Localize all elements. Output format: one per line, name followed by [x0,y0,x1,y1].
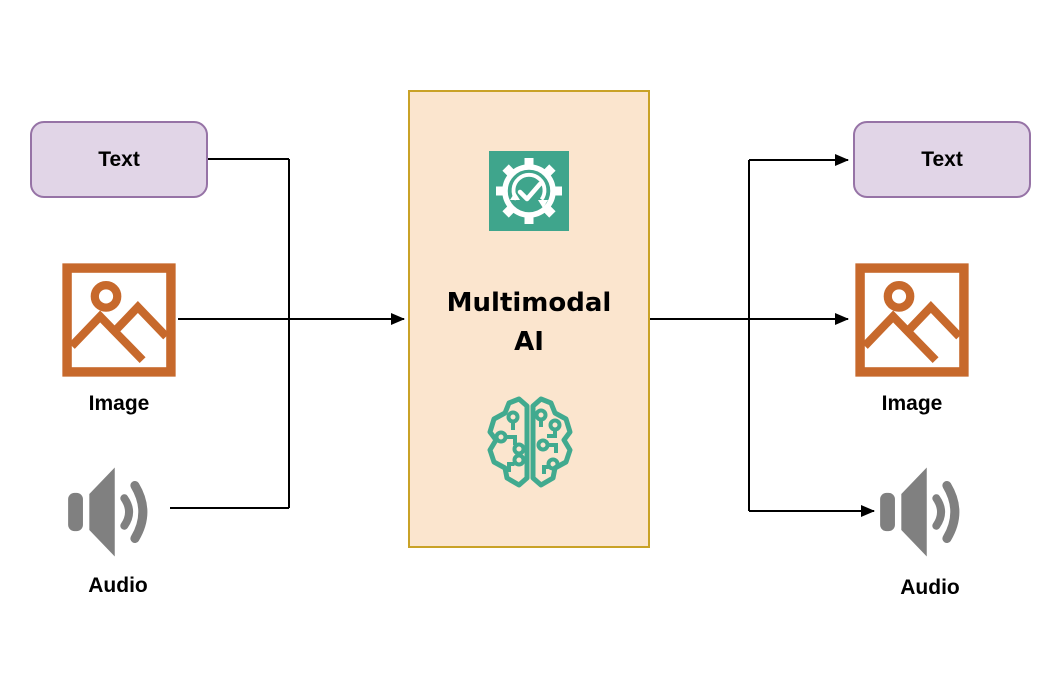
input-image-label: Image [88,392,150,415]
output-audio-label: Audio [900,576,960,599]
output-image-label: Image [881,392,943,415]
input-text-label: Text [98,147,140,171]
output-text-node: Text [853,121,1031,198]
gear-sync-check-icon [496,158,562,224]
input-image-icon [62,263,176,377]
input-audio-label: Audio [88,574,148,597]
multimodal-ai-box: Multimodal AI [408,90,650,548]
multimodal-ai-title: Multimodal AI [410,284,648,362]
input-audio-icon [68,467,148,557]
gear-tile [489,151,569,231]
title-line-2: AI [514,327,544,357]
brain-tile [484,394,576,490]
ai-brain-circuit-icon [487,396,573,488]
input-text-node: Text [30,121,208,198]
output-image-icon [855,263,969,377]
output-text-label: Text [921,147,963,171]
output-audio-icon [880,467,960,557]
title-line-1: Multimodal [446,288,612,318]
